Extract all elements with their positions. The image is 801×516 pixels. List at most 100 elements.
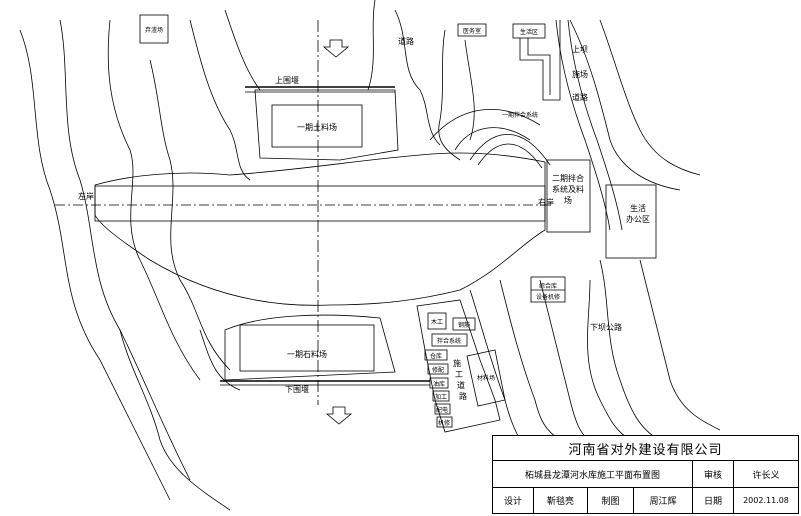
site-road bbox=[555, 19, 611, 231]
stockpile-1-box bbox=[271, 104, 363, 148]
design-name: 靳毯亮 bbox=[546, 497, 574, 507]
label-lower-cofferdam: 下围堰 bbox=[285, 384, 309, 394]
draw-label: 制图 bbox=[601, 497, 620, 507]
title-divider bbox=[493, 487, 798, 488]
contour-line bbox=[539, 279, 591, 441]
company-name: 河南省对外建设有限公司 bbox=[568, 442, 723, 458]
title-divider bbox=[493, 460, 798, 461]
label-mixing-2-a: 二期拌合 bbox=[552, 173, 584, 183]
label-hq: 生活区 bbox=[520, 28, 538, 36]
label-material-yard: 材料场 bbox=[477, 374, 495, 382]
shop-box bbox=[452, 317, 476, 331]
fill-area-box bbox=[139, 14, 169, 44]
label-shop-6: 油库 bbox=[433, 380, 445, 388]
title-block: 河南省对外建设有限公司 柘城县龙潭河水库施工平面布置图 审核 许长义 设计 靳毯… bbox=[492, 435, 799, 514]
dam-outline bbox=[94, 152, 546, 306]
shop-box bbox=[431, 333, 468, 347]
title-divider bbox=[633, 488, 634, 513]
flow-arrow-icon bbox=[322, 39, 350, 58]
label-stockpile-1: 一期土料场 bbox=[297, 122, 337, 132]
label-shop-4: 仓库 bbox=[430, 352, 442, 360]
mixing-road bbox=[429, 108, 541, 141]
drawing-title: 柘城县龙潭河水库施工平面布置图 bbox=[524, 470, 660, 481]
label-warehouse-b: 设备机修 bbox=[536, 293, 560, 301]
label-mixing-sys-1: 一期拌合系统 bbox=[502, 111, 538, 119]
site-road bbox=[567, 19, 623, 231]
contour-line bbox=[499, 279, 561, 441]
label-yard-road-d: 路 bbox=[459, 391, 467, 401]
contour-line bbox=[569, 19, 681, 191]
label-office-b: 办公区 bbox=[626, 214, 650, 224]
label-shop-1: 木工 bbox=[431, 318, 443, 326]
contour-line bbox=[587, 279, 631, 441]
material-yard-box bbox=[466, 349, 506, 407]
label-mixing-2-c: 场 bbox=[564, 196, 572, 205]
mixing-2-box bbox=[546, 159, 591, 233]
label-warehouse-a: 综合库 bbox=[539, 282, 557, 290]
hq-road bbox=[527, 38, 551, 95]
dam-crest bbox=[94, 185, 546, 222]
stockpile-1-outline bbox=[254, 89, 399, 161]
label-yard-road-c: 道 bbox=[457, 380, 465, 390]
contour-line bbox=[224, 9, 261, 91]
office-box bbox=[605, 184, 657, 259]
stockpile-2-outline bbox=[224, 314, 396, 381]
contour-line bbox=[107, 19, 201, 381]
label-shop-8: 配电 bbox=[436, 406, 448, 414]
label-road-top-a: 道路 bbox=[398, 36, 414, 46]
shop-box bbox=[434, 403, 451, 415]
label-shop-3: 拌合系统 bbox=[437, 337, 461, 345]
label-office-a: 生活 bbox=[630, 203, 646, 213]
shop-box bbox=[424, 349, 448, 361]
contour-line bbox=[469, 289, 521, 441]
label-shop-9: 机修 bbox=[438, 419, 450, 427]
shop-box bbox=[432, 390, 450, 402]
contour-line bbox=[599, 19, 701, 176]
stockpile-2-box bbox=[239, 324, 375, 372]
mixing-road bbox=[477, 143, 543, 169]
title-divider bbox=[533, 488, 534, 513]
warehouse-box bbox=[530, 276, 566, 303]
contour-line bbox=[19, 29, 171, 501]
label-upper-cofferdam: 上围堰 bbox=[275, 75, 299, 85]
yard-outline bbox=[416, 299, 501, 433]
contour-line bbox=[464, 39, 475, 141]
mixing-road bbox=[469, 133, 551, 166]
label-road-to-site-c: 道路 bbox=[572, 92, 588, 102]
hq-road bbox=[519, 20, 561, 101]
contour-line bbox=[438, 29, 461, 161]
mixing-road bbox=[454, 127, 531, 151]
contour-line bbox=[149, 59, 231, 371]
label-road-down: 下坝公路 bbox=[590, 322, 622, 332]
shop-box bbox=[429, 377, 449, 389]
label-shop-7: 加工 bbox=[435, 393, 447, 401]
label-stockpile-2: 一期石料场 bbox=[287, 349, 327, 359]
date-label: 日期 bbox=[703, 497, 722, 507]
review-label: 审核 bbox=[703, 470, 722, 481]
hospital-box bbox=[457, 23, 487, 37]
draw-name: 周江辉 bbox=[649, 497, 677, 507]
label-left-bank: 左岸 bbox=[78, 191, 94, 201]
date-value: 2002.11.08 bbox=[743, 496, 789, 505]
label-shop-2: 钢筋 bbox=[458, 321, 470, 329]
contour-line bbox=[394, 9, 441, 146]
hq-box bbox=[512, 23, 546, 39]
label-fill-area: 弃渣场 bbox=[145, 26, 163, 34]
design-label: 设计 bbox=[503, 497, 522, 507]
contour-line bbox=[189, 19, 251, 181]
shop-box bbox=[436, 416, 453, 428]
label-road-to-site-a: 上坝 bbox=[572, 45, 588, 54]
title-divider bbox=[587, 488, 588, 513]
label-mixing-2-b: 系统及料 bbox=[552, 184, 584, 194]
contour-line bbox=[367, 0, 376, 91]
contour-line bbox=[639, 259, 721, 431]
contour-line bbox=[599, 259, 661, 441]
contour-line bbox=[59, 19, 191, 481]
contour-line bbox=[199, 329, 241, 391]
label-road-to-site-b: 施场 bbox=[572, 69, 588, 79]
shop-box bbox=[427, 312, 447, 330]
label-yard-road-a: 施 bbox=[453, 358, 461, 368]
shop-box bbox=[427, 363, 449, 375]
flow-arrow-icon bbox=[325, 406, 353, 425]
